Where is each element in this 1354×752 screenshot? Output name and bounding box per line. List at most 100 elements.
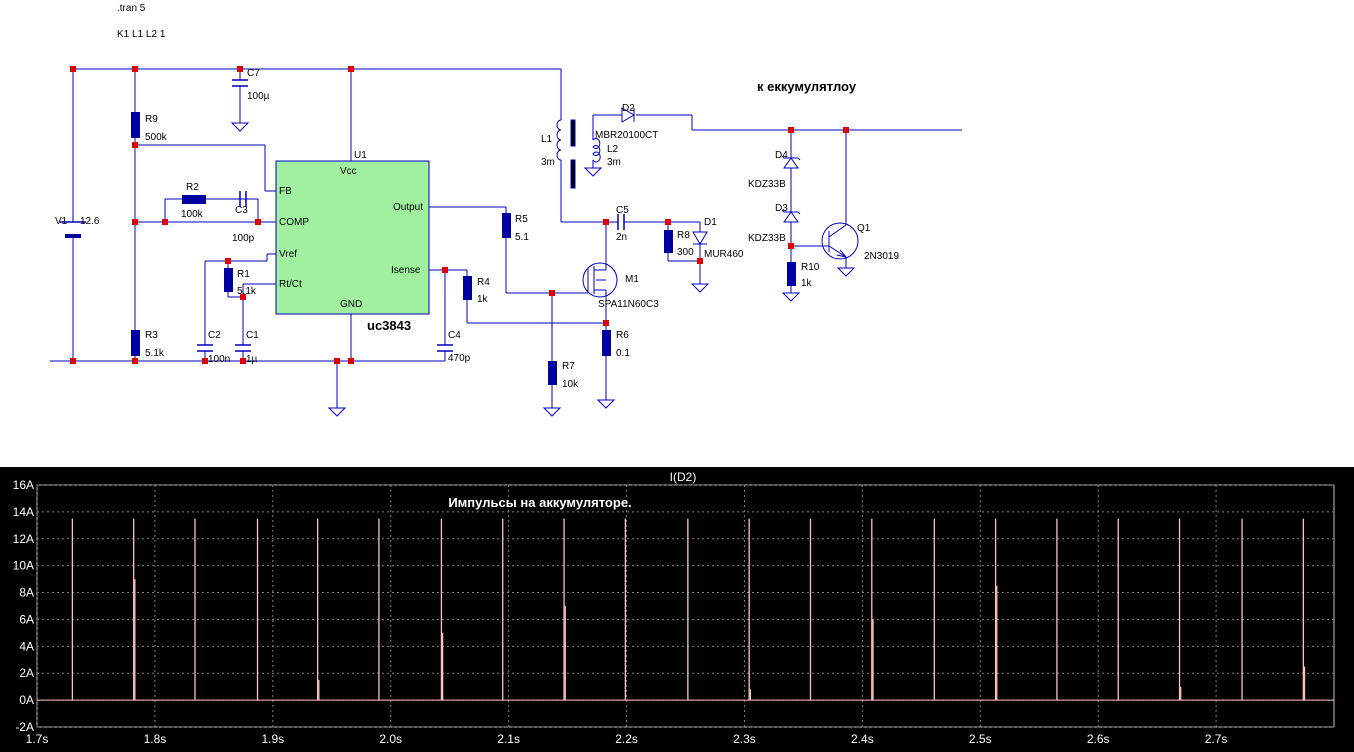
u1-model: uc3843 <box>367 318 411 333</box>
r3-body <box>131 330 140 356</box>
r3-value: 5.1k <box>145 348 165 359</box>
c7-value: 100µ <box>247 91 270 102</box>
r1-body <box>224 268 233 292</box>
r6-name: R6 <box>616 330 629 341</box>
x-tick-label: 2.2s <box>615 732 638 746</box>
l2-value: 3m <box>607 157 621 168</box>
x-tick-label: 2.7s <box>1205 732 1228 746</box>
capacitors <box>197 79 625 352</box>
d1-name: D1 <box>704 217 717 228</box>
wires <box>50 68 962 408</box>
c7-name: C7 <box>247 68 260 79</box>
r7-body <box>548 361 557 385</box>
junction-dots <box>70 66 849 364</box>
r7-name: R7 <box>562 361 575 372</box>
x-tick-label: 1.8s <box>144 732 167 746</box>
r10-body <box>787 262 796 286</box>
r10-name: R10 <box>801 262 820 273</box>
pin-isense: Isense <box>391 265 421 276</box>
r3-name: R3 <box>145 330 158 341</box>
r9-name: R9 <box>145 114 158 125</box>
r8-value: 300 <box>677 247 694 258</box>
schematic: .tran 5 K1 L1 L2 1 к еккумулятлоу V1 12.… <box>50 3 962 417</box>
x-tick-label: 1.9s <box>261 732 284 746</box>
c3-name: C3 <box>235 205 248 216</box>
r2-body <box>182 195 206 204</box>
y-tick-label: 6A <box>19 612 34 626</box>
c1-value: 1µ <box>246 354 258 365</box>
d3-value: KDZ33B <box>748 233 786 244</box>
x-tick-label: 2.3s <box>733 732 756 746</box>
m1-name: M1 <box>625 274 639 285</box>
r5-body <box>502 213 511 238</box>
u1-name: U1 <box>354 150 367 161</box>
y-tick-label: 12A <box>13 532 34 546</box>
c4-value: 470p <box>448 353 471 364</box>
x-tick-label: 2.0s <box>379 732 402 746</box>
d1-diode <box>692 231 708 245</box>
r10-value: 1k <box>801 278 813 289</box>
q1-name: Q1 <box>857 223 871 234</box>
resistor-bodies <box>131 112 796 385</box>
d4-name: D4 <box>775 150 788 161</box>
x-tick-label: 1.7s <box>26 732 49 746</box>
r4-name: R4 <box>477 277 490 288</box>
y-tick-label: 14A <box>13 505 34 519</box>
pin-comp: COMP <box>279 217 309 228</box>
pin-fb: FB <box>279 186 292 197</box>
r8-body <box>664 230 673 253</box>
y-tick-label: 2A <box>19 666 34 680</box>
r4-value: 1k <box>477 294 489 305</box>
v1-name: V1 <box>55 216 68 227</box>
d2-name: D2 <box>622 103 635 114</box>
m1-value: SPA11N60C3 <box>598 299 659 310</box>
r8-name: R8 <box>677 230 690 241</box>
x-tick-label: 2.4s <box>851 732 874 746</box>
ground-symbols <box>230 122 856 417</box>
pin-rtct: Rt/Ct <box>279 279 302 290</box>
pin-vref: Vref <box>279 249 297 260</box>
trace-title[interactable]: I(D2) <box>670 470 697 484</box>
c2-value: 100n <box>208 354 230 365</box>
transformer <box>556 119 601 189</box>
r1-name: R1 <box>237 269 250 280</box>
y-tick-label: 8A <box>19 586 34 600</box>
d4-zener <box>783 157 799 169</box>
coupling-directive: K1 L1 L2 1 <box>117 29 166 40</box>
r2-value: 100k <box>181 209 204 220</box>
waveform-annotation: Импульсы на аккумуляторе. <box>448 495 631 510</box>
d1-value: MUR460 <box>704 249 744 260</box>
l1-coil <box>556 119 562 161</box>
y-tick-label: 16A <box>13 478 34 492</box>
x-tick-label: 2.5s <box>969 732 992 746</box>
c1-name: C1 <box>246 330 259 341</box>
y-tick-label: 0A <box>19 693 34 707</box>
c4-name: C4 <box>448 330 461 341</box>
diodes <box>621 107 801 245</box>
y-tick-label: 4A <box>19 639 34 653</box>
d2-diode <box>621 107 635 123</box>
d3-name: D3 <box>775 203 788 214</box>
battery-v1 <box>60 221 86 238</box>
y-tick-label: 10A <box>13 559 34 573</box>
l1-name: L1 <box>541 134 553 145</box>
pin-gnd: GND <box>340 299 362 310</box>
r4-body <box>463 276 472 300</box>
x-tick-label: 2.1s <box>497 732 520 746</box>
grid-lines <box>36 484 1334 728</box>
r1-value: 5.1k <box>237 286 257 297</box>
r6-value: 0.1 <box>616 348 630 359</box>
r6-body <box>602 330 611 356</box>
tran-directive: .tran 5 <box>117 3 146 14</box>
pin-output: Output <box>393 202 423 213</box>
pin-vcc: Vcc <box>340 166 357 177</box>
trace-i-d2 <box>37 518 1334 701</box>
r2-name: R2 <box>186 182 199 193</box>
r5-value: 5.1 <box>515 232 529 243</box>
v1-value: 12.6 <box>80 216 100 227</box>
l2-coil <box>592 138 601 163</box>
